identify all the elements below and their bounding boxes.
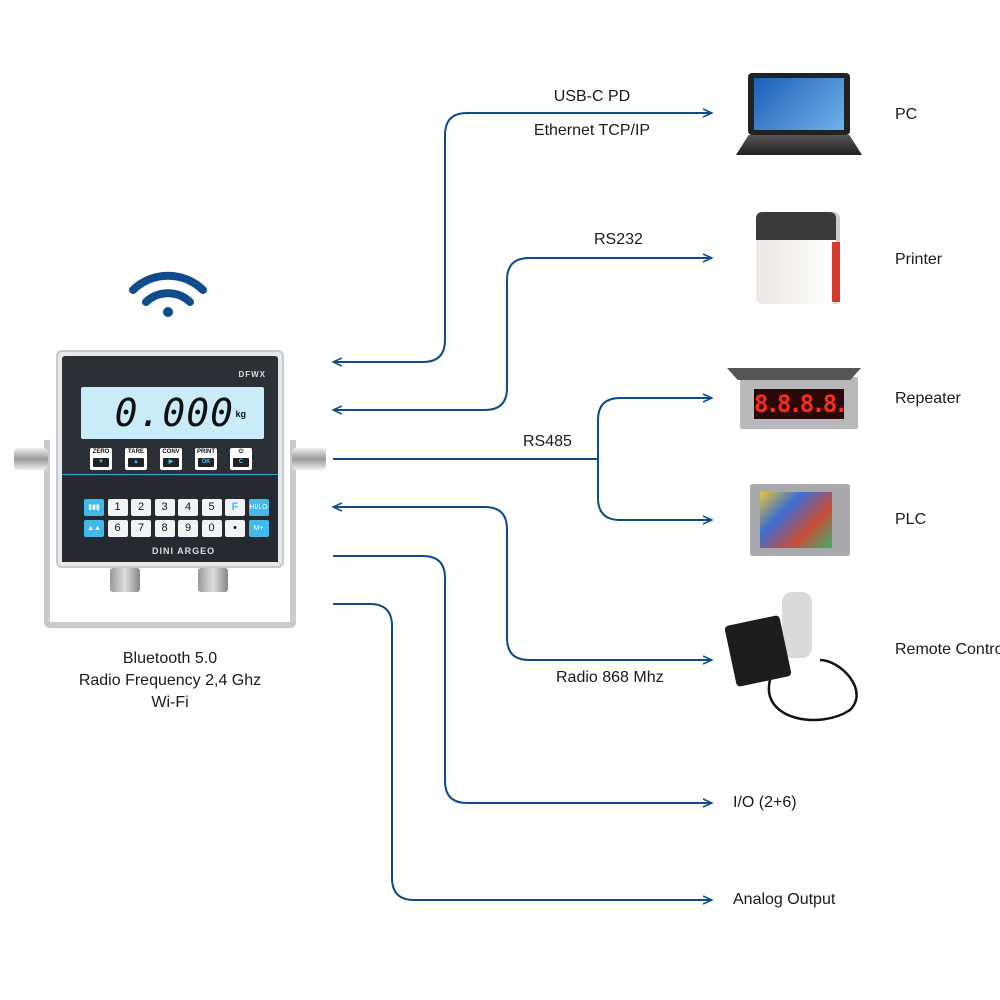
rs232-line	[333, 258, 712, 410]
function-key-label: TARE	[128, 449, 144, 455]
weight-value: 0.000	[114, 391, 234, 435]
pc-keyboard	[736, 135, 862, 155]
keypad-key[interactable]: 3	[154, 499, 175, 516]
ethernet-label: Ethernet TCP/IP	[533, 122, 651, 139]
keypad-key[interactable]: 9	[178, 520, 198, 537]
keypad-key[interactable]: 0	[201, 520, 222, 537]
function-key-label: ZERO	[92, 449, 110, 455]
remote-handset	[782, 592, 812, 658]
keypad-key[interactable]: 4	[178, 499, 198, 516]
wifi-icon	[129, 271, 207, 317]
keypad-key[interactable]: 1	[107, 499, 128, 516]
function-key-sub: OK	[198, 458, 214, 467]
repeater-hood	[727, 368, 861, 380]
plc-label: PLC	[895, 511, 927, 528]
rs485-repeater-branch	[597, 398, 712, 459]
usb-label: USB-C PD	[553, 88, 631, 105]
lcd-display: 0.000 kg	[81, 387, 264, 439]
brand-logo: DINI ARGEO	[152, 546, 216, 556]
keypad-key[interactable]: ▮▮▮	[84, 499, 104, 516]
cable-gland	[198, 568, 228, 592]
mounting-bracket	[44, 440, 296, 628]
function-key[interactable]: ⏻C	[230, 448, 252, 470]
keypad-key[interactable]: 5	[201, 499, 222, 516]
keypad-key[interactable]: •	[225, 520, 245, 537]
wireless-bluetooth: Bluetooth 5.0	[122, 650, 218, 667]
wireless-wifi: Wi-Fi	[151, 694, 189, 711]
keypad-key[interactable]: 6	[107, 520, 128, 537]
function-key-sub: ▼	[93, 458, 109, 467]
left-knob[interactable]	[14, 448, 48, 470]
right-knob[interactable]	[292, 448, 326, 470]
printer-label: Printer	[895, 251, 943, 268]
plc-image	[750, 484, 850, 556]
model-label: DFWX	[238, 370, 266, 379]
pc-screen	[754, 78, 844, 130]
function-key[interactable]: ZERO ▼	[90, 448, 112, 470]
pc-image	[748, 73, 850, 135]
io-line	[333, 555, 712, 803]
function-key-label: ⏻	[238, 449, 244, 455]
weight-unit: kg	[235, 409, 246, 419]
printer-side-stripe	[832, 242, 840, 302]
function-key-sub: C	[233, 458, 249, 467]
printer-image	[756, 212, 840, 304]
repeater-label: Repeater	[895, 390, 961, 407]
remote-label: Remote Control	[895, 641, 1000, 658]
function-key-sub: ▶	[163, 458, 179, 467]
io-label: I/O (2+6)	[733, 794, 797, 811]
cable-gland	[110, 568, 140, 592]
keypad-key[interactable]: HI/LO	[248, 499, 269, 516]
wireless-radio: Radio Frequency 2,4 Ghz	[78, 672, 262, 689]
usb-ethernet-line	[333, 113, 712, 362]
keypad-key[interactable]: 7	[131, 520, 151, 537]
printer-top	[756, 212, 836, 240]
keypad-panel	[62, 474, 278, 562]
keypad-key[interactable]: 2	[131, 499, 151, 516]
pc-label: PC	[895, 106, 918, 123]
function-key[interactable]: TARE ▲	[125, 448, 147, 470]
keypad-key[interactable]: M+	[248, 520, 269, 537]
keypad-key[interactable]: 8	[154, 520, 175, 537]
repeater-image: 8.8.8.8.8.8	[740, 377, 858, 429]
radio-line	[333, 507, 712, 660]
function-key[interactable]: PRINT OK	[195, 448, 217, 470]
keypad-key[interactable]: ▲▲	[84, 520, 104, 537]
function-key-label: CONV	[162, 449, 180, 455]
radio-label: Radio 868 Mhz	[556, 669, 664, 686]
analog-label: Analog Output	[733, 891, 836, 908]
rs485-label: RS485	[523, 433, 572, 450]
rs232-label: RS232	[594, 231, 643, 248]
keypad-key[interactable]: F	[225, 499, 245, 516]
wireless-list: Bluetooth 5.0 Radio Frequency 2,4 Ghz Wi…	[40, 648, 300, 714]
function-key[interactable]: CONV ▶	[160, 448, 182, 470]
function-key-sub: ▲	[128, 458, 144, 467]
rs485-plc-branch	[597, 459, 712, 520]
remote-cable	[767, 658, 858, 722]
plc-screen	[760, 492, 832, 548]
analog-line	[333, 603, 712, 900]
function-key-label: PRINT	[197, 449, 215, 455]
repeater-digits: 8.8.8.8.8.8	[754, 389, 844, 419]
